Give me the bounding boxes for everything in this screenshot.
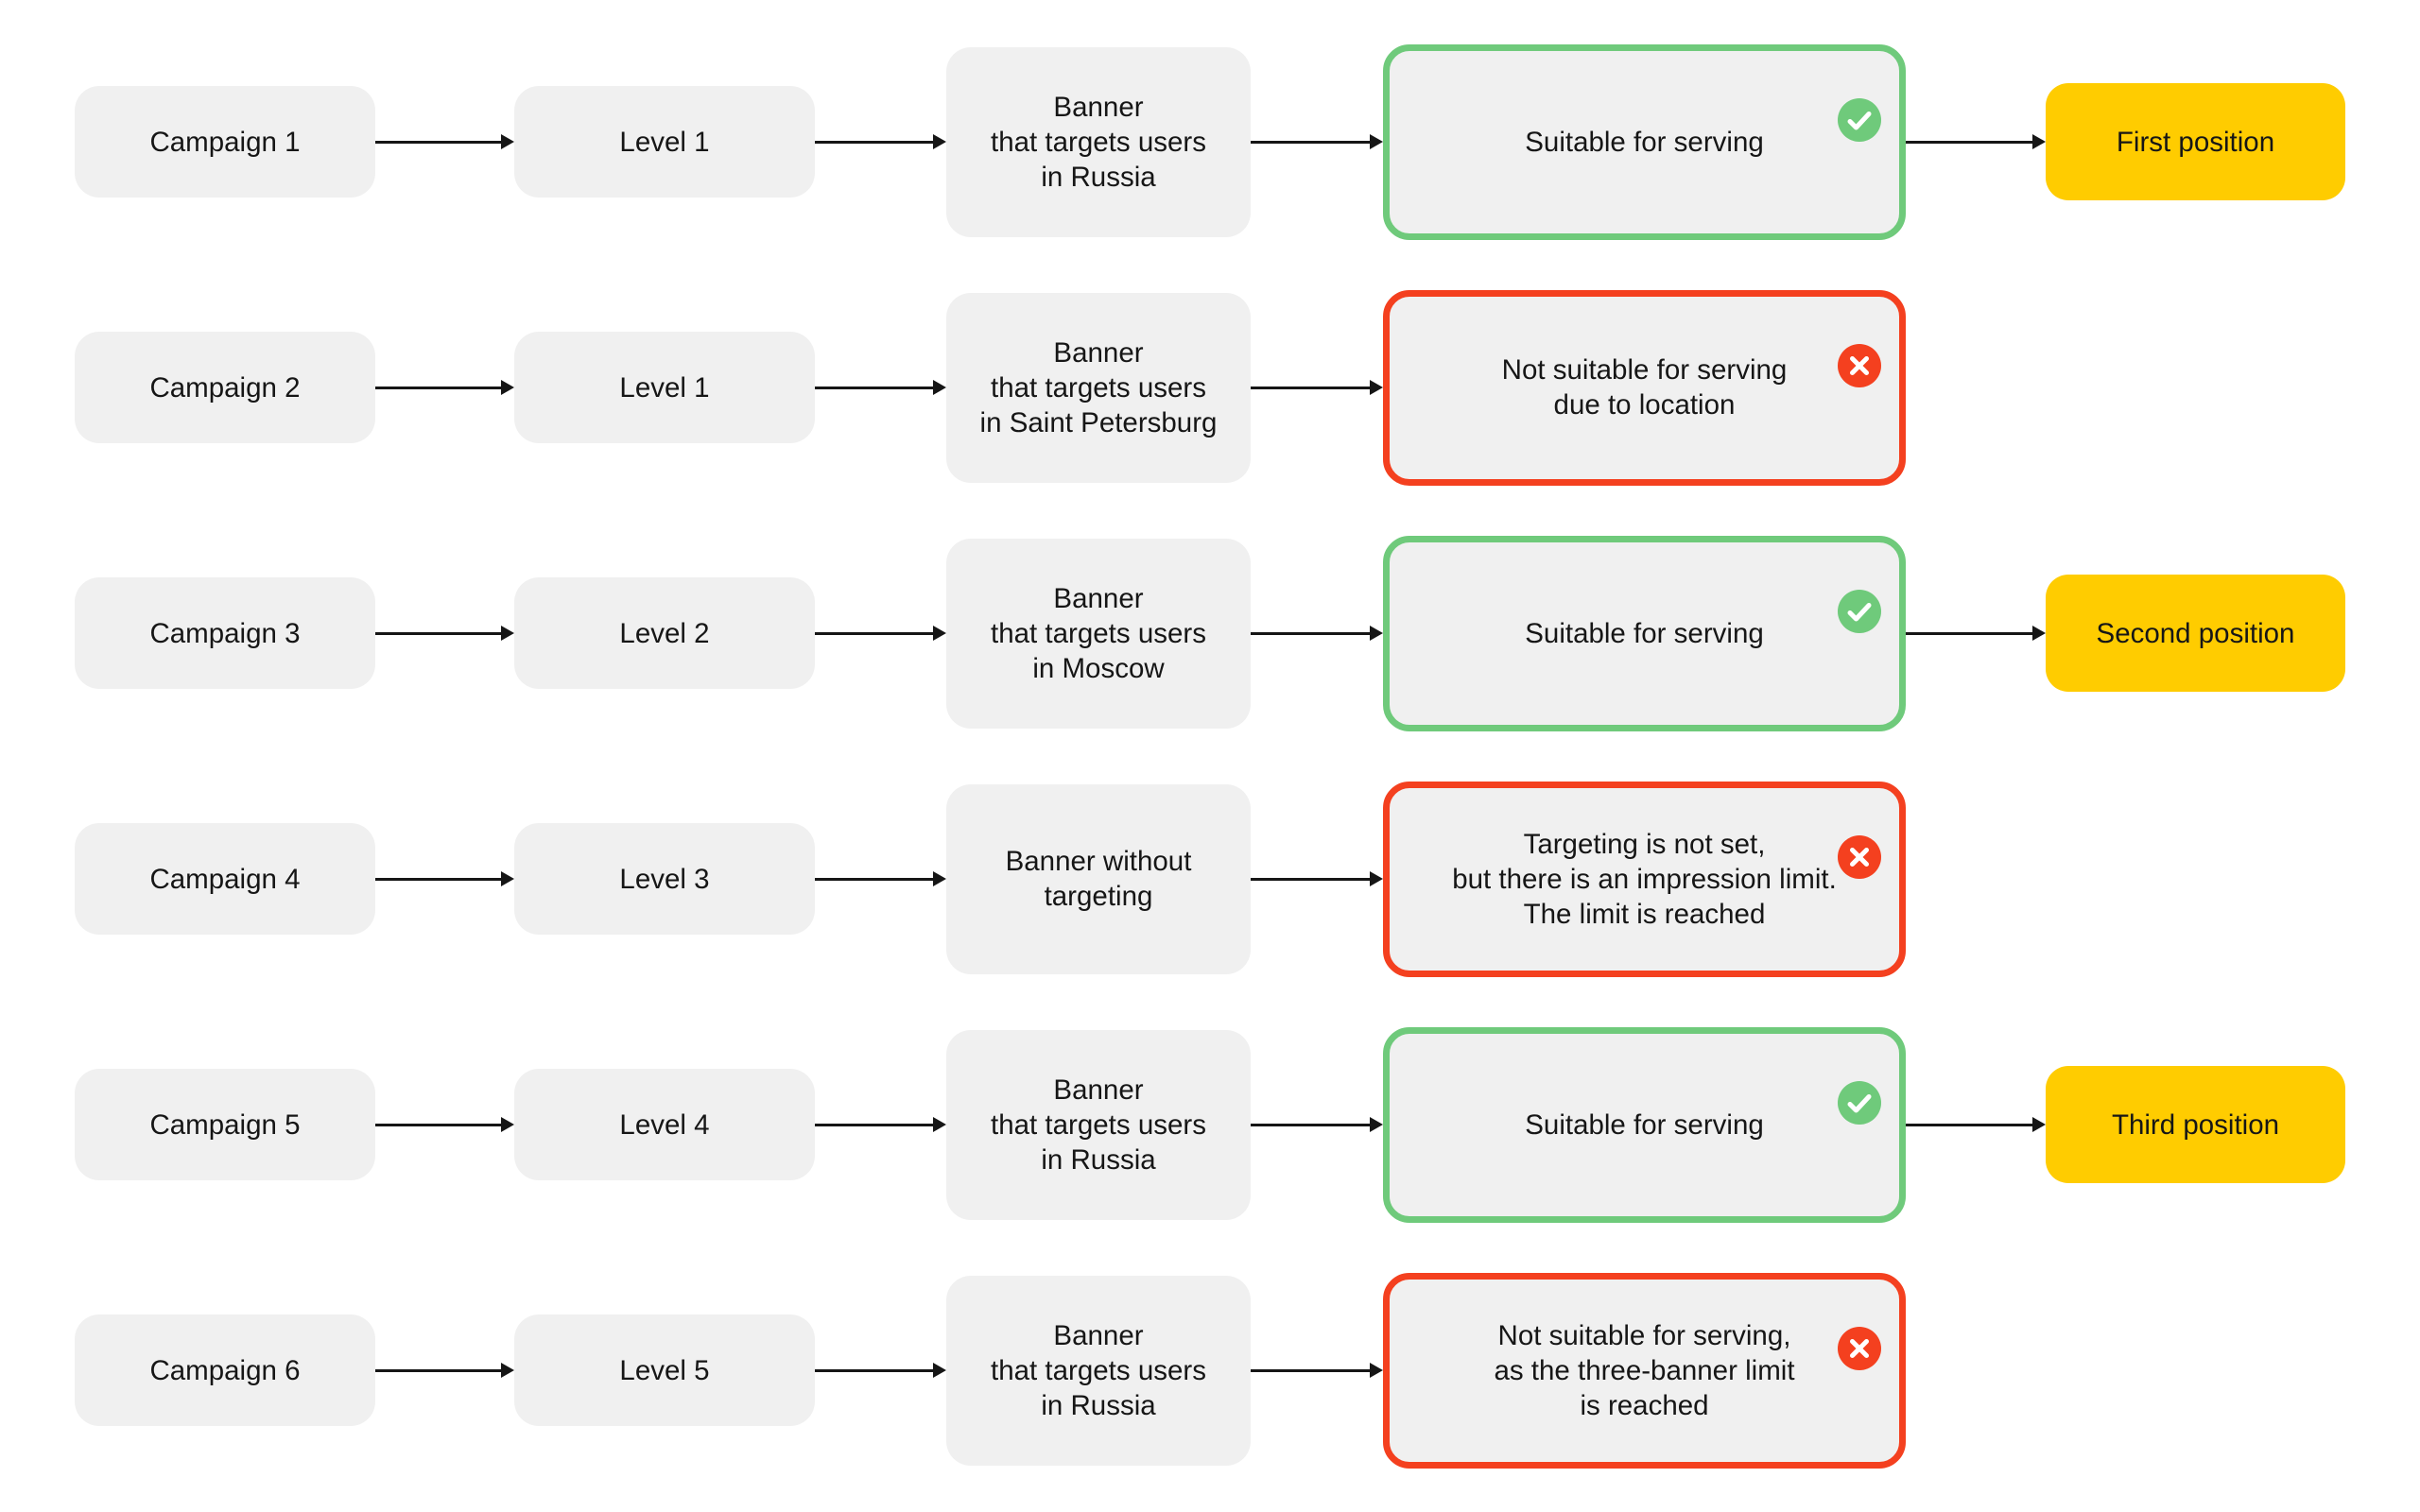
level-label: Level 1 xyxy=(619,371,710,404)
position-box: Third position xyxy=(2046,1066,2345,1183)
level-box: Level 2 xyxy=(514,577,815,689)
arrow-right-icon xyxy=(815,380,946,395)
arrow-right-icon xyxy=(1251,380,1383,395)
level-box: Level 1 xyxy=(514,332,815,443)
banner-box: Banner that targets users in Moscow xyxy=(946,538,1251,729)
campaign-box: Campaign 3 xyxy=(75,577,375,689)
arrow-right-icon xyxy=(1251,871,1383,886)
position-label: Second position xyxy=(2096,617,2295,649)
banner-box: Banner that targets users in Russia xyxy=(946,1029,1251,1220)
campaign-label: Campaign 4 xyxy=(149,863,301,895)
position-label: Third position xyxy=(2111,1108,2280,1141)
arrow-right-icon xyxy=(815,1117,946,1132)
campaign-box: Campaign 5 xyxy=(75,1069,375,1180)
flow-row-campaign-6: Campaign 6 Level 5 Banner that targets u… xyxy=(0,1247,2420,1493)
arrow-right-icon xyxy=(375,134,514,149)
arrow-right-icon xyxy=(1906,134,2046,149)
status-label: Not suitable for serving due to location xyxy=(1501,354,1788,421)
campaign-label: Campaign 1 xyxy=(149,126,301,158)
level-label: Level 3 xyxy=(619,863,710,895)
arrow-right-icon xyxy=(375,1117,514,1132)
status-box-suitable: Suitable for serving xyxy=(1383,1026,1906,1223)
campaign-box: Campaign 1 xyxy=(75,86,375,198)
level-box: Level 1 xyxy=(514,86,815,198)
arrow-right-icon xyxy=(815,134,946,149)
status-label: Not suitable for serving, as the three-b… xyxy=(1494,1319,1795,1421)
cross-circle-icon xyxy=(1838,309,1881,387)
arrow-right-icon xyxy=(375,626,514,641)
check-circle-icon xyxy=(1838,63,1881,142)
level-label: Level 2 xyxy=(619,617,710,649)
arrow-right-icon xyxy=(375,380,514,395)
status-box-suitable: Suitable for serving xyxy=(1383,535,1906,731)
arrow-right-icon xyxy=(815,1363,946,1378)
banner-label: Banner without targeting xyxy=(1005,846,1192,912)
status-label: Targeting is not set, but there is an im… xyxy=(1452,828,1837,930)
level-box: Level 3 xyxy=(514,823,815,935)
position-box: Second position xyxy=(2046,575,2345,692)
status-label: Suitable for serving xyxy=(1525,126,1764,158)
level-label: Level 1 xyxy=(619,126,710,158)
arrow-right-icon xyxy=(815,871,946,886)
banner-box: Banner that targets users in Russia xyxy=(946,1275,1251,1466)
position-label: First position xyxy=(2116,126,2275,158)
check-circle-icon xyxy=(1838,1046,1881,1125)
banner-box: Banner that targets users in Russia xyxy=(946,46,1251,237)
campaign-box: Campaign 2 xyxy=(75,332,375,443)
campaign-label: Campaign 6 xyxy=(149,1354,301,1386)
flow-row-campaign-2: Campaign 2 Level 1 Banner that targets u… xyxy=(0,265,2420,510)
status-box-suitable: Suitable for serving xyxy=(1383,43,1906,240)
level-box: Level 4 xyxy=(514,1069,815,1180)
arrow-right-icon xyxy=(375,1363,514,1378)
flow-row-campaign-3: Campaign 3 Level 2 Banner that targets u… xyxy=(0,510,2420,756)
campaign-label: Campaign 3 xyxy=(149,617,301,649)
level-box: Level 5 xyxy=(514,1314,815,1426)
check-circle-icon xyxy=(1838,555,1881,633)
arrow-right-icon xyxy=(1251,1363,1383,1378)
campaign-label: Campaign 5 xyxy=(149,1108,301,1141)
flow-row-campaign-5: Campaign 5 Level 4 Banner that targets u… xyxy=(0,1002,2420,1247)
arrow-right-icon xyxy=(1251,134,1383,149)
arrow-right-icon xyxy=(1906,1117,2046,1132)
banner-box: Banner without targeting xyxy=(946,783,1251,974)
status-box-not-suitable: Targeting is not set, but there is an im… xyxy=(1383,781,1906,977)
flow-row-campaign-4: Campaign 4 Level 3 Banner without target… xyxy=(0,756,2420,1002)
banner-label: Banner that targets users in Russia xyxy=(991,91,1206,193)
arrow-right-icon xyxy=(1906,626,2046,641)
status-box-not-suitable: Not suitable for serving, as the three-b… xyxy=(1383,1272,1906,1469)
arrow-right-icon xyxy=(375,871,514,886)
status-label: Suitable for serving xyxy=(1525,617,1764,649)
cross-circle-icon xyxy=(1838,800,1881,879)
banner-label: Banner that targets users in Russia xyxy=(991,1319,1206,1421)
campaign-box: Campaign 4 xyxy=(75,823,375,935)
arrow-right-icon xyxy=(1251,1117,1383,1132)
level-label: Level 5 xyxy=(619,1354,710,1386)
arrow-right-icon xyxy=(1251,626,1383,641)
level-label: Level 4 xyxy=(619,1108,710,1141)
banner-label: Banner that targets users in Moscow xyxy=(991,582,1206,684)
position-box: First position xyxy=(2046,83,2345,200)
status-label: Suitable for serving xyxy=(1525,1108,1764,1141)
flow-row-campaign-1: Campaign 1 Level 1 Banner that targets u… xyxy=(0,19,2420,265)
banner-label: Banner that targets users in Russia xyxy=(991,1074,1206,1176)
banner-box: Banner that targets users in Saint Peter… xyxy=(946,292,1251,483)
status-box-not-suitable: Not suitable for serving due to location xyxy=(1383,289,1906,486)
arrow-right-icon xyxy=(815,626,946,641)
campaign-label: Campaign 2 xyxy=(149,371,301,404)
banner-label: Banner that targets users in Saint Peter… xyxy=(979,336,1218,438)
campaign-box: Campaign 6 xyxy=(75,1314,375,1426)
cross-circle-icon xyxy=(1838,1292,1881,1370)
